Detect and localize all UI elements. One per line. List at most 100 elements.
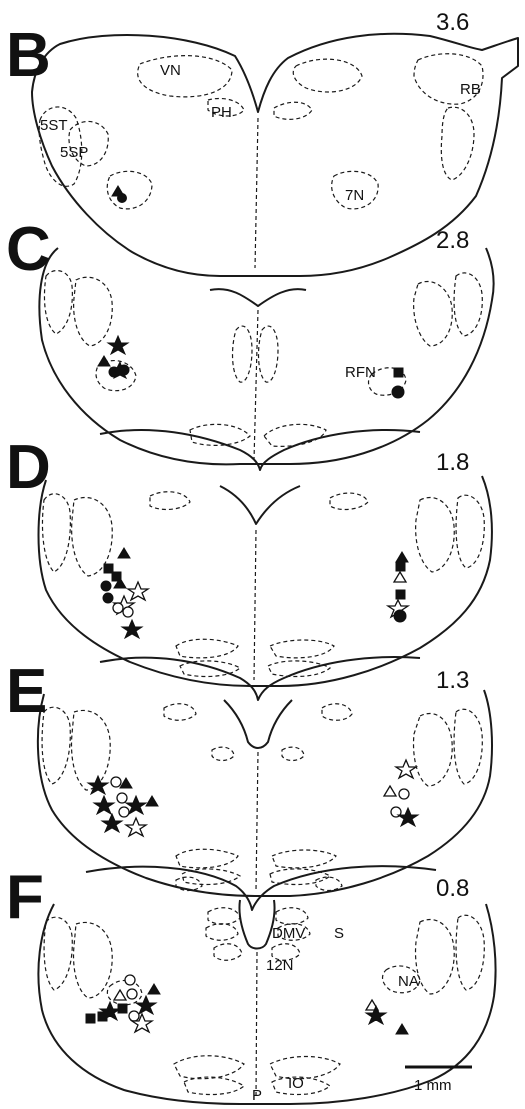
panel-c-nucleus-right-1 — [414, 281, 453, 346]
panel-f-dmv-left — [208, 908, 240, 925]
triangle-marker — [396, 1024, 408, 1034]
panel-e-nucleus-left-2 — [72, 710, 111, 790]
panel-f-label-s: S — [334, 925, 344, 942]
panel-f-midline — [256, 952, 257, 1098]
panel-f-outline — [38, 904, 495, 1104]
triangle-marker — [396, 552, 408, 562]
square-marker — [98, 1012, 107, 1021]
panel-e-level: 1.3 — [436, 667, 469, 694]
panel-b-ph-right-outline — [274, 102, 312, 119]
panel-b-label-ph: PH — [211, 104, 232, 121]
panel-b-label-5st: 5ST — [40, 117, 68, 134]
panel-d-pyr-left-1 — [176, 639, 238, 658]
panel-f-dmv-right — [276, 908, 308, 925]
panel-e-outline — [38, 690, 492, 896]
panel-d-pyr-right-1 — [270, 640, 334, 658]
panel-f-label-io: IO — [288, 1075, 304, 1092]
panel-d-v-notch — [220, 486, 300, 524]
panel-d-midline — [254, 530, 256, 680]
open-circle-marker — [117, 793, 127, 803]
star-marker — [102, 814, 122, 832]
panel-e-nucleus-right-2 — [454, 709, 482, 784]
panel-b-label-7n: 7N — [345, 187, 364, 204]
square-marker — [396, 590, 405, 599]
panel-b-medial-right-outline — [293, 59, 362, 92]
filled-circle-marker — [118, 194, 127, 203]
panel-d-nucleus-upper-right — [330, 493, 368, 509]
panel-b-level: 3.6 — [436, 9, 469, 36]
scale-bar: 1 mm — [405, 1067, 472, 1094]
panel-b-label-5sp: 5SP — [60, 144, 88, 161]
open-star-marker — [128, 582, 148, 600]
open-triangle-marker — [114, 990, 126, 1000]
panel-e-nucleus-upper-left — [164, 704, 196, 721]
triangle-marker — [146, 796, 158, 806]
triangle-marker — [118, 548, 130, 558]
scale-bar-label: 1 mm — [414, 1077, 452, 1094]
panel-f-io-left — [174, 1056, 244, 1079]
panel-f-label-na: NA — [398, 973, 419, 990]
panel-d: D 1.8 — [6, 430, 492, 686]
open-circle-marker — [111, 777, 121, 787]
open-triangle-marker — [384, 786, 396, 796]
star-marker — [94, 796, 114, 814]
square-marker — [86, 1014, 95, 1023]
panel-f-nucleus-right-1 — [416, 920, 455, 994]
filled-circle-marker — [101, 581, 111, 591]
filled-circle-marker — [103, 593, 113, 603]
panel-f-12n-left — [214, 944, 242, 961]
panel-b-lateral-right-outline — [441, 107, 474, 180]
panel-b-letter: B — [6, 21, 51, 90]
square-marker — [394, 368, 403, 377]
panel-f-label-dmv: DMV — [272, 925, 305, 942]
panel-d-nucleus-upper-left — [150, 492, 190, 510]
filled-circle-marker — [392, 386, 404, 398]
panel-b-7n-left-outline — [107, 171, 152, 209]
panel-d-nucleus-right-1 — [416, 498, 455, 572]
open-circle-marker — [125, 975, 135, 985]
open-circle-marker — [127, 989, 137, 999]
panel-c-nucleus-center-right — [259, 326, 278, 382]
star-marker — [122, 620, 142, 638]
open-circle-marker — [113, 603, 123, 613]
panel-c-nucleus-right-2 — [454, 273, 482, 336]
panel-b-label-rb: RB — [460, 81, 481, 98]
panel-f-io-right — [270, 1057, 340, 1079]
panel-c-label-rfn: RFN — [345, 364, 376, 381]
panel-e-letter: E — [6, 657, 47, 726]
panel-e-nucleus-small-right — [282, 747, 304, 760]
open-circle-marker — [123, 607, 133, 617]
panel-f-letter: F — [6, 863, 44, 932]
panel-d-nucleus-left-1 — [42, 494, 70, 572]
panel-b-vn-outline — [138, 56, 232, 97]
triangle-marker — [98, 356, 110, 366]
open-circle-marker — [399, 789, 409, 799]
square-marker — [396, 562, 405, 571]
panel-e-v-notch — [224, 700, 292, 748]
open-circle-marker — [129, 1011, 139, 1021]
panel-e-pyr-left-1 — [176, 849, 238, 868]
panel-b-midline — [255, 118, 258, 268]
panel-e-nucleus-small-left — [212, 747, 234, 760]
open-circle-marker — [119, 807, 129, 817]
panel-d-level: 1.8 — [436, 449, 469, 476]
panel-f-level: 0.8 — [436, 875, 469, 902]
panel-f-top-arc — [86, 866, 436, 910]
panel-f-io-left-2 — [184, 1077, 244, 1094]
panel-c: C 2.8 RFN — [6, 215, 494, 464]
panel-c-nucleus-center-left — [233, 326, 252, 382]
panel-c-midline — [254, 310, 258, 460]
panel-e: E 1.3 — [6, 657, 492, 896]
panel-e-nucleus-upper-right — [322, 704, 352, 721]
open-star-marker — [396, 760, 416, 778]
panel-f-label-12n: 12N — [266, 957, 294, 974]
panel-d-letter: D — [6, 433, 51, 502]
panel-c-top-notch — [210, 289, 306, 306]
panel-c-nucleus-left-2 — [74, 277, 113, 346]
star-marker — [88, 776, 108, 794]
panel-f-nucleus-left-2 — [74, 922, 113, 998]
open-star-marker — [126, 818, 146, 836]
panel-f-dmv-left-2 — [206, 924, 238, 941]
panel-f-label-p: P — [252, 1087, 262, 1104]
